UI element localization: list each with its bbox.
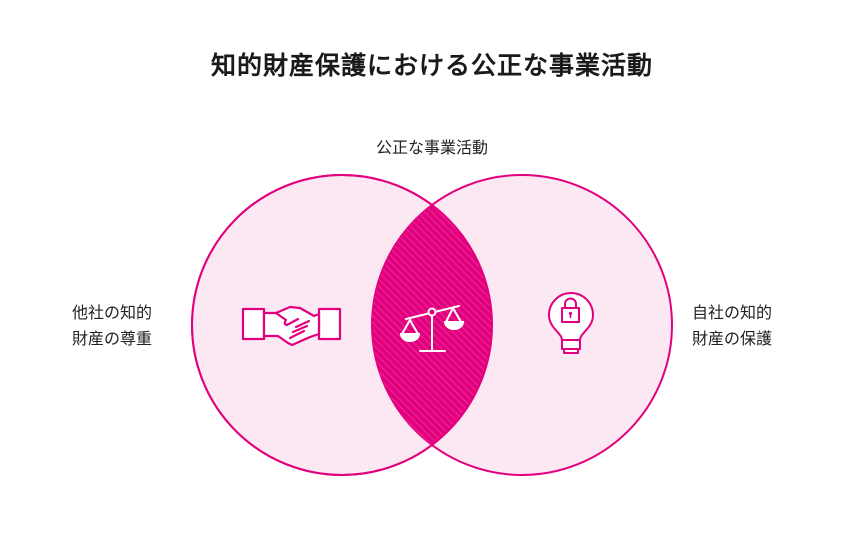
left-circle-label: 他社の知的 財産の尊重 [72,300,152,352]
page-title: 知的財産保護における公正な事業活動 [210,51,653,80]
right-label-line2: 財産の保護 [692,329,773,348]
left-label-line1: 他社の知的 [72,303,153,322]
intersection-label: 公正な事業活動 [375,138,488,157]
right-label-line1: 自社の知的 [692,303,773,322]
intersection-region [191,174,493,476]
left-label-line2: 財産の尊重 [72,329,153,348]
scales-icon [399,305,465,352]
lightbulb-lock-icon [548,292,594,354]
right-circle-label: 自社の知的 財産の保護 [692,300,772,352]
handshake-icon [241,305,342,347]
